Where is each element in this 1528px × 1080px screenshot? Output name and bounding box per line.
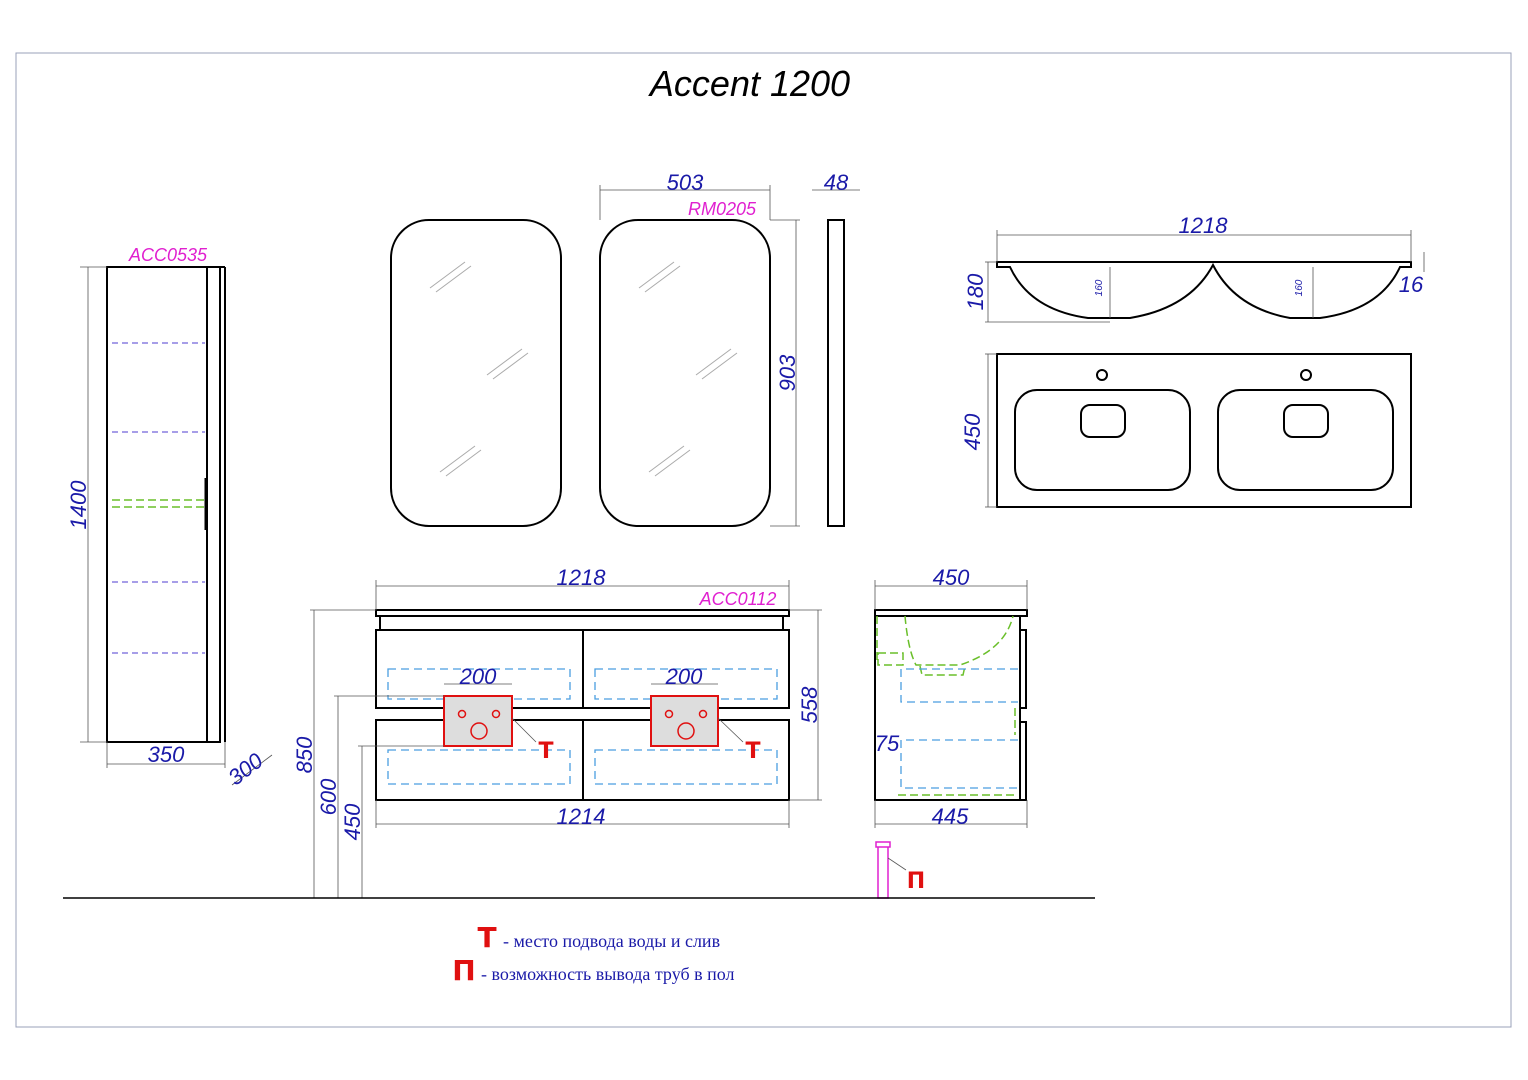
legend: Т - место подвода воды и слив П - возмож… [452, 921, 734, 987]
sink-height: 180 [963, 273, 988, 310]
sink-section [985, 230, 1425, 323]
mount-height-600: 600 [316, 778, 341, 815]
tall-cabinet-article: ACC0535 [128, 245, 208, 265]
mirror-article: RM0205 [688, 199, 757, 219]
sink-depth: 450 [960, 413, 985, 450]
tall-cabinet-width: 350 [148, 742, 185, 767]
tall-cabinet-depth: 300 [223, 747, 268, 790]
sink-edge: 16 [1399, 272, 1424, 297]
mount-height-850: 850 [292, 736, 317, 773]
tall-cabinet-height: 1400 [66, 480, 91, 530]
vanity-body-width: 1214 [557, 804, 606, 829]
vanity-side [874, 580, 1028, 899]
side-body-depth: 445 [932, 804, 969, 829]
vanity-top-width: 1218 [557, 565, 607, 590]
mirror-height: 903 [775, 354, 800, 391]
mirror-thickness: 48 [824, 170, 849, 195]
bowl-depth-left: 160 [1094, 279, 1105, 296]
sheet-border [15, 52, 1512, 1028]
water-mark-right: Т [745, 739, 760, 764]
vanity-front [310, 580, 822, 898]
vanity-height: 558 [797, 686, 822, 723]
sink-width: 1218 [1179, 213, 1229, 238]
mount-height-450: 450 [340, 803, 365, 840]
drawing-title: Accent 1200 [648, 63, 850, 104]
sink-top-view [985, 353, 1412, 508]
zone-right-width: 200 [665, 664, 703, 689]
legend-text: - возможность вывода труб в пол [481, 964, 735, 984]
water-mark-left: Т [538, 739, 553, 764]
zone-left-width: 200 [459, 664, 497, 689]
side-top-depth: 450 [933, 565, 970, 590]
legend-symbol: Т [477, 921, 496, 954]
side-offset: 75 [875, 731, 900, 756]
mirrors [390, 185, 860, 527]
vanity-article: ACC0112 [699, 589, 777, 609]
tall-cabinet [80, 266, 273, 786]
bowl-depth-right: 160 [1294, 279, 1305, 296]
mirror-width: 503 [667, 170, 704, 195]
legend-text: - место подвода воды и слив [503, 931, 720, 951]
floor-pipe-mark: П [907, 869, 925, 894]
legend-symbol: П [452, 954, 475, 987]
